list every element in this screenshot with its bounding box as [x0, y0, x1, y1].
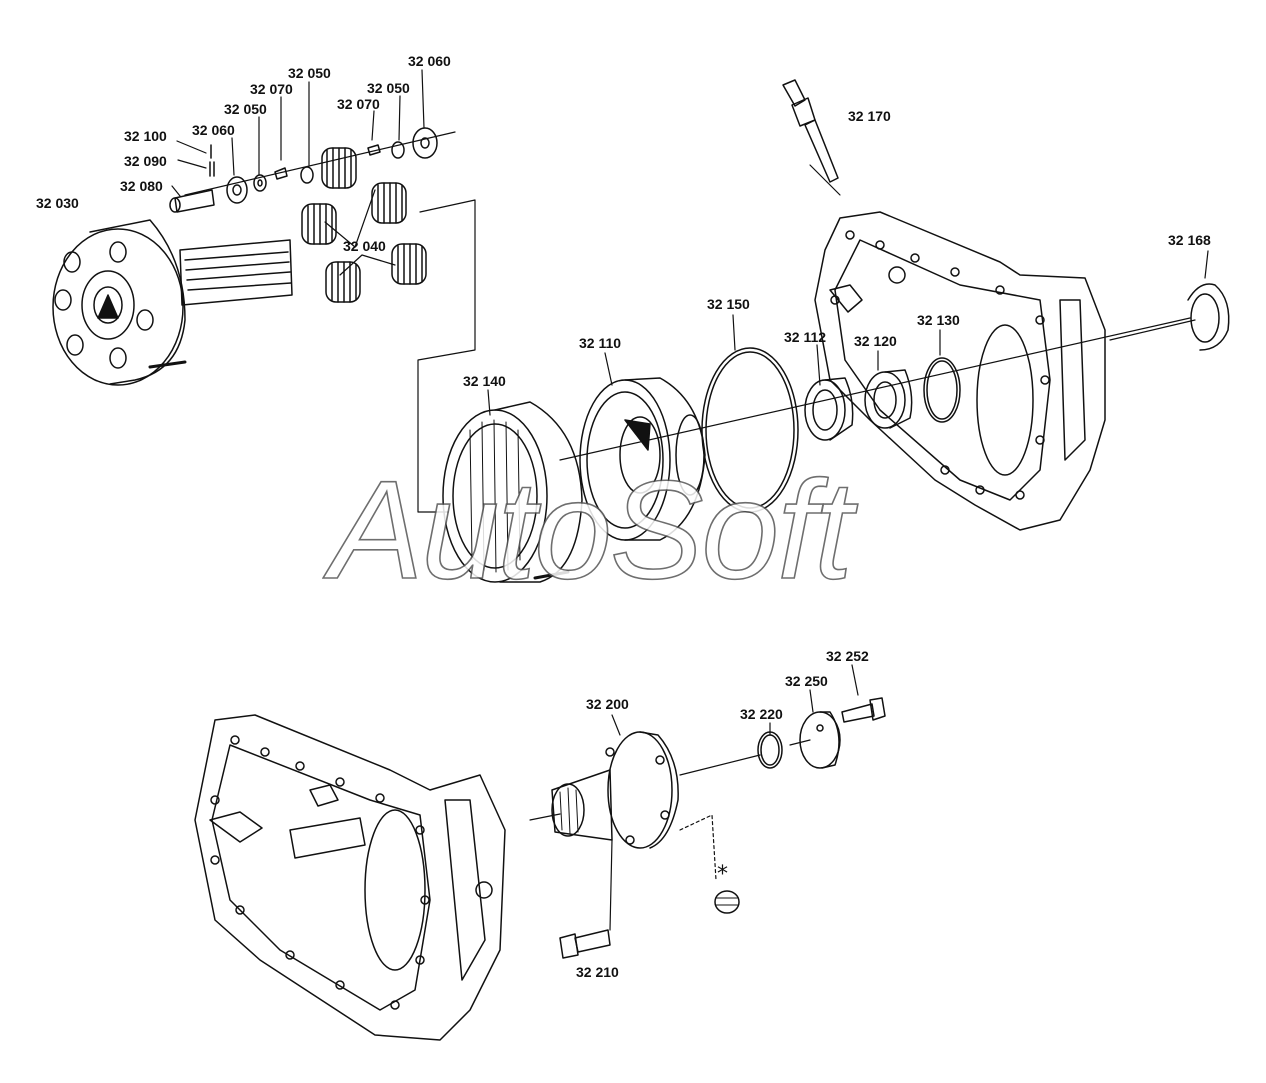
- label-32090: 32 090: [124, 153, 167, 169]
- planet-carrier-shaft: [52, 219, 293, 386]
- label-32070-right: 32 070: [337, 96, 380, 112]
- label-32170: 32 170: [848, 108, 891, 124]
- ring-gear: [442, 401, 583, 583]
- lower-housing: [194, 714, 506, 1041]
- sun-gear-hub: [579, 377, 706, 541]
- lower-fasteners: [559, 697, 886, 959]
- leader-lines: [171, 69, 1209, 931]
- label-32100: 32 100: [124, 128, 167, 144]
- planet-gears: [301, 147, 427, 303]
- label-32168: 32 168: [1168, 232, 1211, 248]
- label-32050-right: 32 050: [367, 80, 410, 96]
- small-parts: [169, 127, 438, 213]
- label-32070-top: 32 070: [250, 81, 293, 97]
- snap-ring: [701, 347, 799, 513]
- label-32110: 32 110: [579, 335, 622, 351]
- label-32130: 32 130: [917, 312, 960, 328]
- label-32210: 32 210: [576, 964, 619, 980]
- label-32250: 32 250: [785, 673, 828, 689]
- label-32040: 32 040: [343, 238, 386, 254]
- breather-pipe: [782, 79, 839, 183]
- label-32252: 32 252: [826, 648, 869, 664]
- label-32080: 32 080: [120, 178, 163, 194]
- label-32112: 32 112: [784, 329, 827, 345]
- watermark-text: AutoSoft: [329, 451, 854, 608]
- upper-housing: [814, 211, 1106, 531]
- output-flange: [551, 731, 679, 849]
- label-32050-left: 32 050: [224, 101, 267, 117]
- label-32030: 32 030: [36, 195, 79, 211]
- label-32120: 32 120: [854, 333, 897, 349]
- label-32220: 32 220: [740, 706, 783, 722]
- bearings-and-seals: [804, 283, 1230, 441]
- label-32200: 32 200: [586, 696, 629, 712]
- label-32140: 32 140: [463, 373, 506, 389]
- asterisk-marker: *: [717, 862, 728, 887]
- label-32060-left: 32 060: [192, 122, 235, 138]
- label-32150: 32 150: [707, 296, 750, 312]
- label-32050-top: 32 050: [288, 65, 331, 81]
- label-32060-top: 32 060: [408, 53, 451, 69]
